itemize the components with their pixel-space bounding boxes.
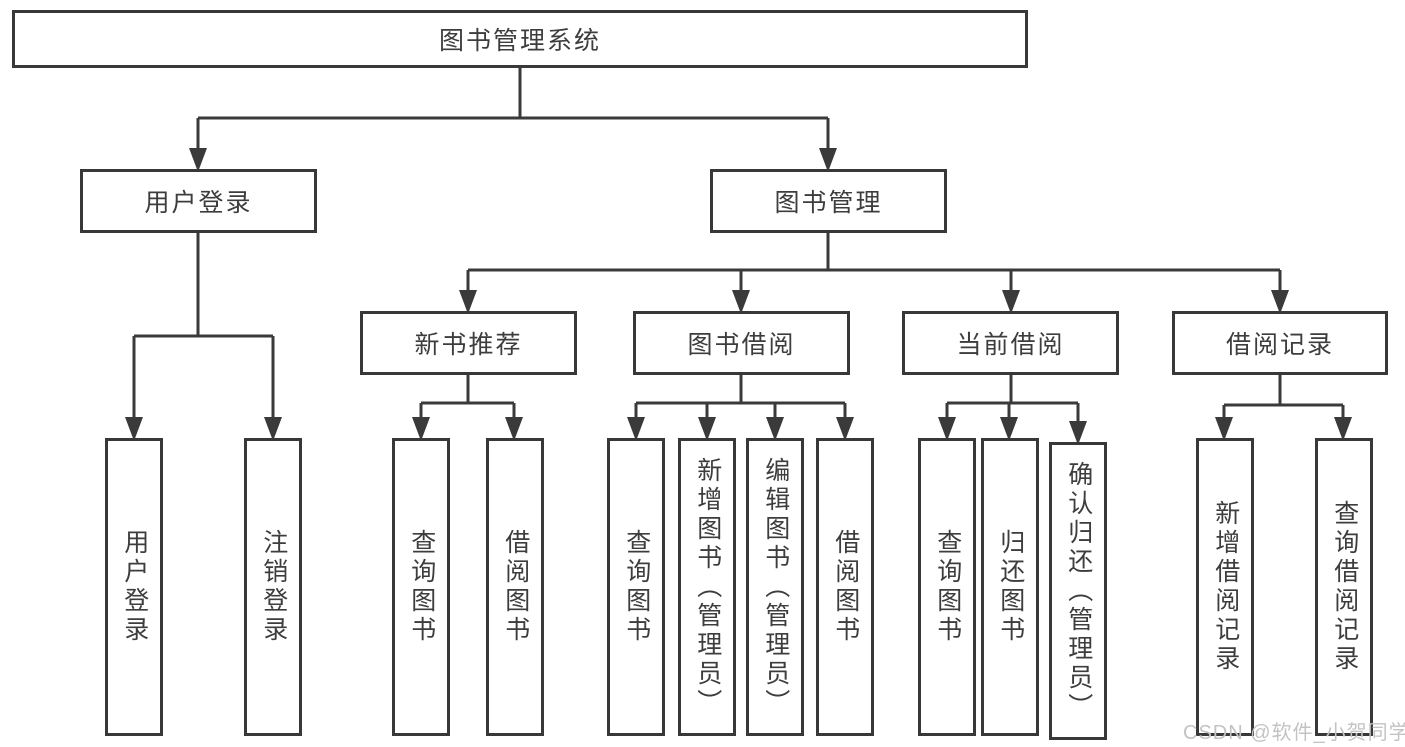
- leaf-add-borrow-record-label: 新增借阅记录: [1211, 500, 1240, 674]
- node-root-system: 图书管理系统: [12, 10, 1028, 68]
- node-book-management: 图书管理: [710, 169, 947, 233]
- node-user-login: 用户登录: [80, 169, 317, 233]
- node-current-borrow-label: 当前借阅: [956, 331, 1065, 359]
- leaf-user-login: 用户登录: [105, 438, 163, 736]
- leaf-logout-label: 注销登录: [259, 529, 288, 645]
- leaf-add-books-admin: 新增图书（管理员）: [678, 438, 736, 736]
- node-book-borrow-label: 图书借阅: [687, 331, 796, 359]
- arrowheads: [125, 148, 1352, 445]
- leaf-query-books-recommend: 查询图书: [392, 438, 450, 736]
- leaf-return-books-label: 归还图书: [996, 529, 1025, 645]
- node-user-login-label: 用户登录: [144, 189, 253, 217]
- leaf-logout: 注销登录: [244, 438, 302, 736]
- node-book-management-label: 图书管理: [774, 189, 883, 217]
- node-borrow-records: 借阅记录: [1172, 311, 1388, 375]
- leaf-query-borrow-record-label: 查询借阅记录: [1330, 500, 1359, 674]
- leaf-query-books-current: 查询图书: [918, 438, 976, 736]
- leaf-edit-books-admin-label: 编辑图书（管理员）: [761, 456, 790, 718]
- node-current-borrow: 当前借阅: [902, 311, 1119, 375]
- leaf-borrow-books-recommend-label: 借阅图书: [501, 529, 530, 645]
- node-new-book-recommend: 新书推荐: [360, 311, 577, 375]
- leaf-add-borrow-record: 新增借阅记录: [1196, 438, 1254, 736]
- leaf-query-borrow-record: 查询借阅记录: [1315, 438, 1373, 736]
- leaf-borrow-books-label: 借阅图书: [831, 529, 860, 645]
- node-new-book-recommend-label: 新书推荐: [414, 331, 523, 359]
- leaf-confirm-return-admin-label: 确认归还（管理员）: [1064, 460, 1093, 722]
- leaf-query-books-recommend-label: 查询图书: [407, 529, 436, 645]
- csdn-watermark: CSDN @软件_小贺同学: [1183, 722, 1405, 744]
- leaf-user-login-label: 用户登录: [120, 529, 149, 645]
- leaf-edit-books-admin: 编辑图书（管理员）: [746, 438, 804, 736]
- node-root-label: 图书管理系统: [438, 27, 601, 55]
- node-borrow-records-label: 借阅记录: [1225, 331, 1334, 359]
- leaf-confirm-return-admin: 确认归还（管理员）: [1049, 442, 1107, 740]
- leaf-borrow-books: 借阅图书: [816, 438, 874, 736]
- leaf-query-books-borrow-label: 查询图书: [622, 529, 651, 645]
- node-book-borrow: 图书借阅: [633, 311, 850, 375]
- leaf-add-books-admin-label: 新增图书（管理员）: [693, 456, 722, 718]
- leaf-query-books-current-label: 查询图书: [933, 529, 962, 645]
- leaf-borrow-books-recommend: 借阅图书: [486, 438, 544, 736]
- leaf-query-books-borrow: 查询图书: [607, 438, 665, 736]
- leaf-return-books: 归还图书: [981, 438, 1039, 736]
